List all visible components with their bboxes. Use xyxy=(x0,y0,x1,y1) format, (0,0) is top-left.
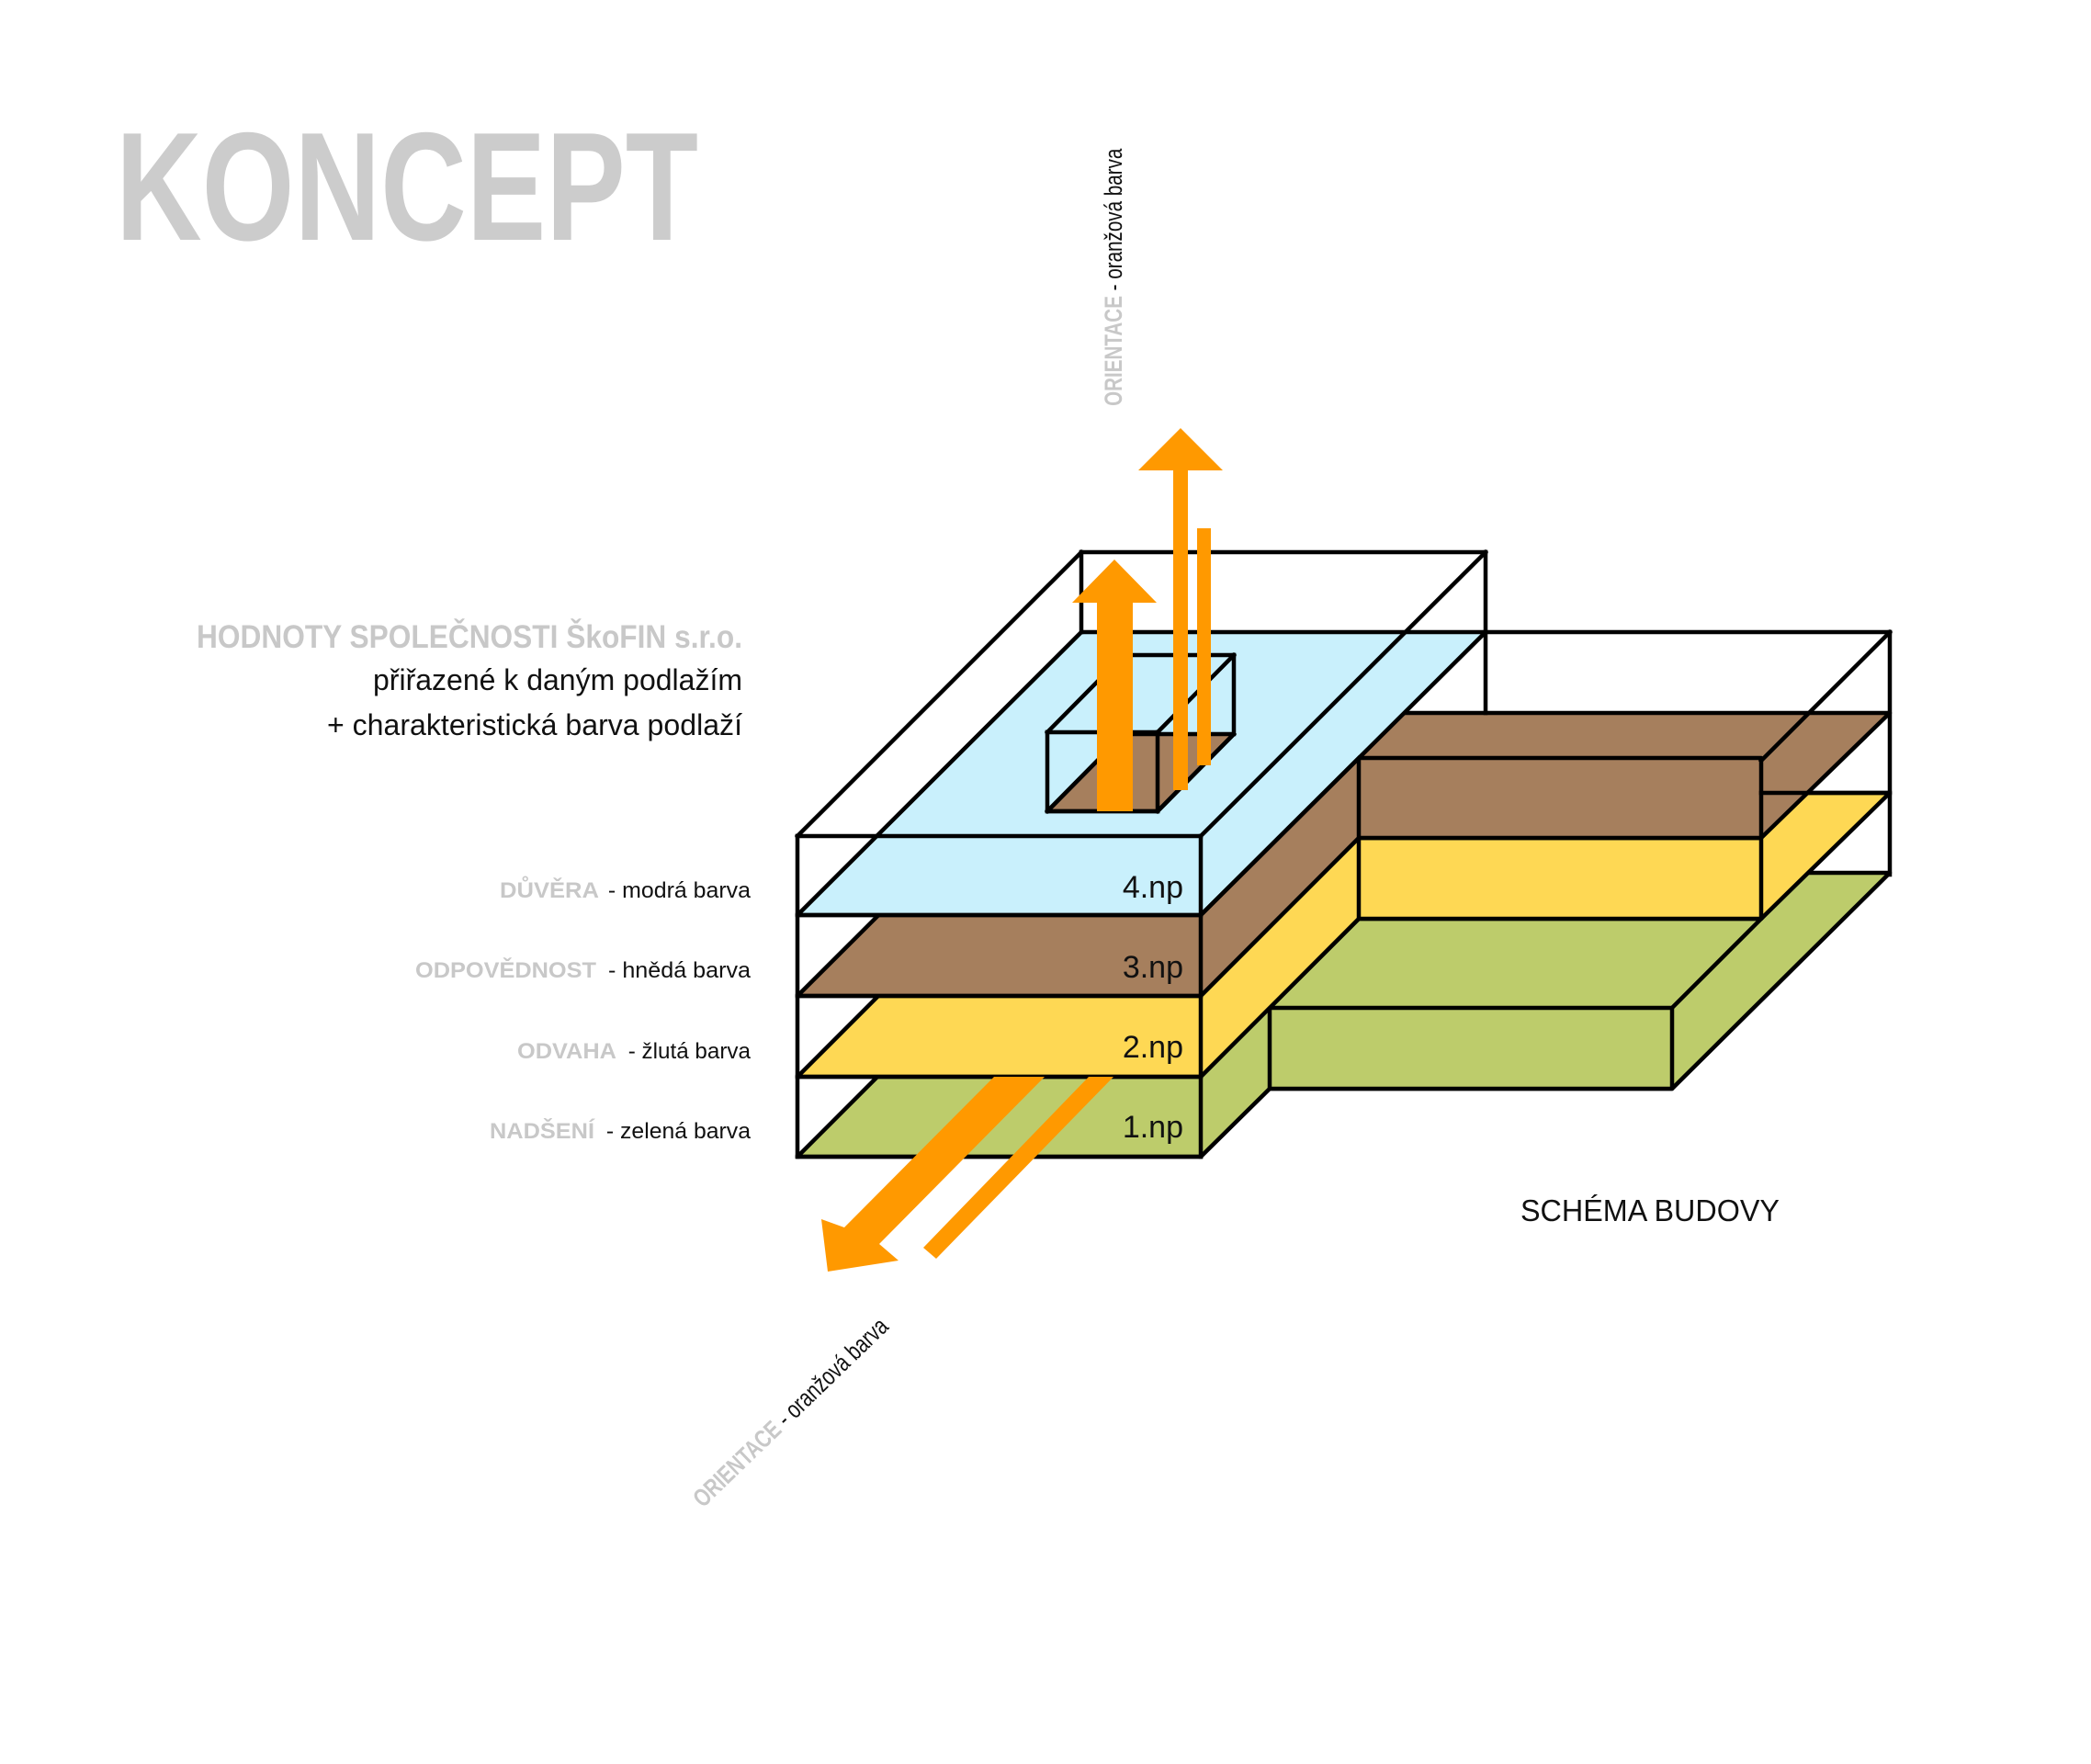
legend-value: DŮVĚRA xyxy=(500,876,599,903)
arrow-up-short-head xyxy=(1072,560,1157,603)
atrium-edge xyxy=(1154,651,1238,736)
floor-4-plate-edge xyxy=(1197,754,1362,919)
values-subtitle-line-2: + charakteristická barva podlaží xyxy=(327,708,742,741)
legend-color-desc: - hnědá barva xyxy=(602,958,752,983)
orientation-label: ORIENTACE xyxy=(1100,296,1127,406)
left-wing-edge xyxy=(1197,548,1489,840)
floor-label-2: 2.np xyxy=(1123,1030,1183,1065)
legend-value: NADŠENÍ xyxy=(490,1118,595,1144)
orientation-bar-diagonal xyxy=(923,1077,1113,1259)
legend-item-odpovednost: ODPOVĚDNOST - hnědá barva xyxy=(415,957,752,983)
floor-1-wing-front-face xyxy=(1267,1005,1675,1091)
legend-color-desc: - zelená barva xyxy=(600,1119,752,1144)
legend-item-nadseni: NADŠENÍ - zelená barva xyxy=(490,1118,752,1144)
legend-color-desc: - modrá barva xyxy=(602,878,752,903)
legend-item-duvera: DŮVĚRA - modrá barva xyxy=(500,876,752,903)
left-wing-edge xyxy=(794,548,1085,840)
floor-labels: 4.np 3.np 2.np 1.np xyxy=(1123,870,1183,1145)
floor-2-wing-front-face xyxy=(1356,835,1764,922)
orientation-bar-vertical xyxy=(1197,528,1211,765)
svg-text:ORIENTACE - oranžová barva: ORIENTACE - oranžová barva xyxy=(1100,122,1127,443)
floor-3-wing-front-face xyxy=(1356,755,1764,841)
orientation-label-vertical: ORIENTACE - oranžová barva xyxy=(1100,122,1127,443)
legend-value: ODVAHA xyxy=(517,1039,616,1064)
floor-label-4: 4.np xyxy=(1123,870,1183,905)
legend-color-desc: - žlutá barva xyxy=(622,1039,752,1064)
arrow-down-left xyxy=(821,1077,1045,1272)
floor-values-legend: DŮVĚRA - modrá barva ODPOVĚDNOST - hnědá… xyxy=(415,876,752,1144)
arrow-up-tall-shaft xyxy=(1173,470,1188,790)
arrow-up-tall-head xyxy=(1138,428,1223,470)
values-subtitle-line-1: přiřazené k daným podlažím xyxy=(373,663,742,696)
orientation-arrows xyxy=(821,428,1223,1272)
orientation-desc: - oranžová barva xyxy=(1100,148,1127,296)
wing-top-right-diagonal xyxy=(1758,628,1893,764)
floor-label-1: 1.np xyxy=(1123,1110,1183,1145)
building-schema xyxy=(794,548,1893,1159)
legend-item-odvaha: ODVAHA - žlutá barva xyxy=(517,1039,752,1064)
floor-label-3: 3.np xyxy=(1123,950,1183,985)
arrow-up-short-shaft xyxy=(1097,603,1133,811)
page-title: KONCEPT xyxy=(116,100,698,273)
atrium-edge xyxy=(1154,730,1238,815)
legend-value: ODPOVĚDNOST xyxy=(415,957,596,983)
floor-1-wing-edge xyxy=(1668,915,1765,1012)
values-heading: HODNOTY SPOLEČNOSTI ŠkoFIN s.r.o. xyxy=(197,618,742,655)
building-schema-caption: SCHÉMA BUDOVY xyxy=(1520,1193,1780,1227)
